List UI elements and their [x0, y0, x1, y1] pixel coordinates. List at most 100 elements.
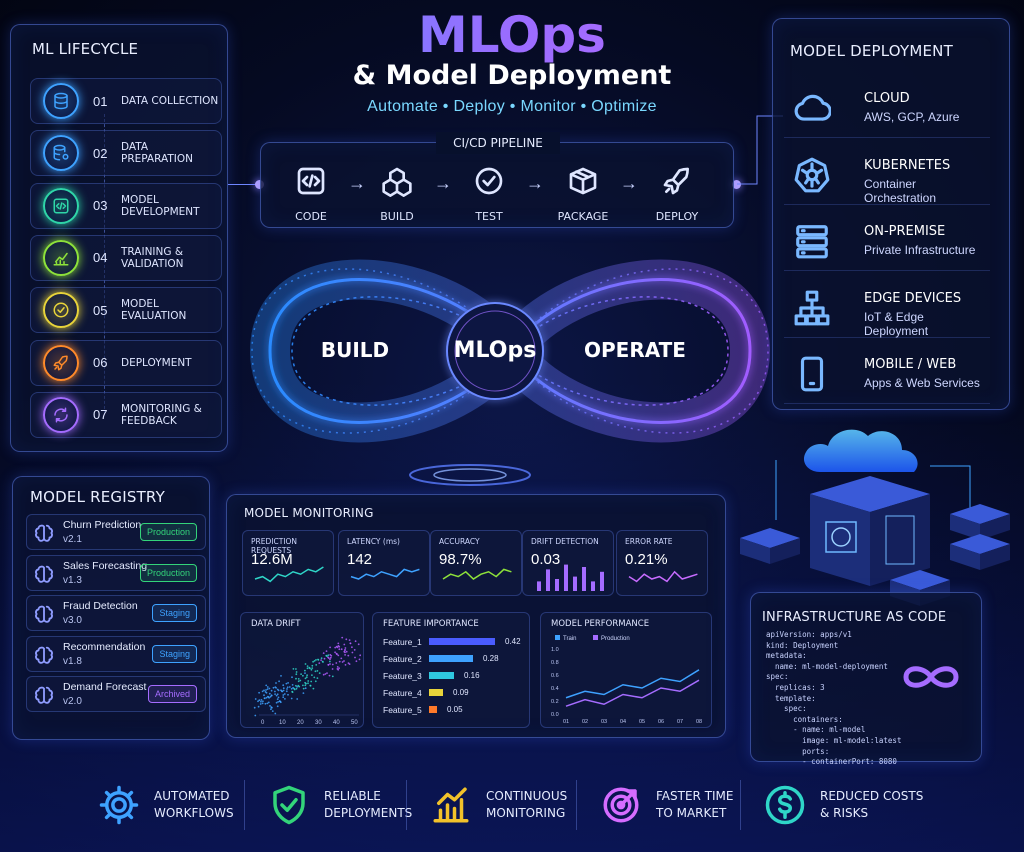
perf-x-tick: 05 [639, 719, 645, 725]
iac-title: INFRASTRUCTURE AS CODE [762, 610, 947, 625]
perf-y-tick: 0.2 [551, 699, 559, 705]
status-badge: Archived [147, 685, 197, 703]
pipeline-step-package[interactable]: PACKAGE [548, 162, 618, 223]
pipeline-step-label: BUILD [380, 210, 414, 223]
kpi-sparkline [254, 566, 324, 583]
brain-icon [33, 522, 55, 544]
benefit-line2: DEPLOYMENTS [324, 806, 413, 820]
registry-model-version: v3.0 [63, 615, 82, 626]
registry-model-name: Fraud Detection [63, 600, 138, 612]
pipeline-step-test[interactable]: TEST [454, 162, 524, 223]
kubernetes-icon [792, 155, 832, 195]
registry-model-version: v2.0 [63, 696, 82, 707]
lifecycle-label: DATA PREPARATION [121, 141, 193, 166]
page-title: MLOps [0, 6, 1024, 64]
perf-train-line [565, 669, 700, 699]
status-badge: Production [139, 563, 197, 582]
lifecycle-item[interactable]: 06 DEPLOYMENT [30, 339, 222, 386]
kpi-value: 142 [347, 551, 373, 568]
deployment-item-title: CLOUD [864, 91, 910, 106]
target-icon [598, 782, 644, 828]
perf-x-tick: 06 [658, 719, 664, 725]
perf-x-tick: 07 [677, 719, 683, 725]
pipeline-step-label: PACKAGE [557, 210, 609, 223]
bar-chart-icon [428, 782, 474, 828]
status-badge: Staging [152, 604, 197, 622]
lifecycle-number: 05 [93, 302, 108, 318]
deployment-item-subtitle: Apps & Web Services [864, 376, 980, 390]
database-gear-icon [43, 135, 79, 172]
registry-model-name: Recommendation [63, 640, 146, 653]
registry-model-name: Churn Prediction [63, 519, 142, 531]
arrow-right-icon: → [620, 173, 638, 193]
kpi-card: LATENCY (ms)142 [338, 530, 430, 596]
mobile-icon [792, 354, 832, 394]
model-performance-title: MODEL PERFORMANCE [551, 619, 650, 629]
feature-name: Feature_3 [383, 671, 422, 681]
kpi-title: ACCURACY [439, 537, 480, 546]
pipeline-step-deploy[interactable]: DEPLOY [642, 162, 712, 223]
pipeline-step-label: CODE [295, 210, 327, 223]
lifecycle-number: 01 [93, 93, 108, 109]
drift-tick: 20 [297, 720, 304, 726]
code-icon [43, 187, 79, 224]
lifecycle-number: 06 [93, 355, 108, 370]
model-registry-title: MODEL REGISTRY [30, 488, 165, 506]
benefit-line1: REDUCED COSTS [820, 789, 924, 803]
rocket-icon [43, 344, 79, 381]
arrow-right-icon: → [434, 173, 452, 193]
pipeline-step-build[interactable]: BUILD [362, 162, 432, 223]
benefit-line1: RELIABLE [324, 789, 381, 803]
perf-x-tick: 01 [563, 719, 569, 725]
refresh-icon [43, 396, 79, 433]
perf-y-tick: 0.4 [551, 686, 559, 692]
check-icon [43, 292, 79, 329]
kpi-title: ERROR RATE [625, 537, 673, 546]
feature-name: Feature_2 [383, 654, 422, 664]
feature-name: Feature_5 [383, 705, 422, 715]
perf-y-tick: 1.0 [551, 647, 559, 653]
drift-tick: 30 [315, 720, 322, 726]
benefit-line1: FASTER TIME [656, 789, 734, 803]
network-icon [792, 288, 832, 328]
lifecycle-item[interactable]: 03 MODEL DEVELOPMENT [30, 182, 222, 229]
lifecycle-label: DEPLOYMENT [121, 356, 192, 369]
pipeline-step-code[interactable]: CODE [276, 162, 346, 223]
perf-y-tick: 0.0 [551, 712, 559, 718]
infinity-icon [903, 666, 959, 688]
pipeline-step-label: TEST [475, 210, 503, 223]
feature-bar [429, 706, 437, 713]
lifecycle-number: 03 [93, 198, 108, 214]
perf-x-tick: 02 [582, 719, 588, 725]
ml-lifecycle-title: ML LIFECYCLE [32, 40, 139, 58]
brain-icon [33, 563, 55, 585]
registry-item[interactable]: Fraud Detection v3.0 Staging [26, 595, 206, 631]
divider [244, 780, 245, 830]
kpi-title: DRIFT DETECTION [531, 537, 599, 546]
lifecycle-label: MODEL DEVELOPMENT [121, 193, 200, 218]
divider [406, 780, 407, 830]
feature-value: 0.28 [483, 654, 499, 663]
code-icon [292, 162, 330, 200]
kpi-value: 12.6M [251, 551, 293, 568]
